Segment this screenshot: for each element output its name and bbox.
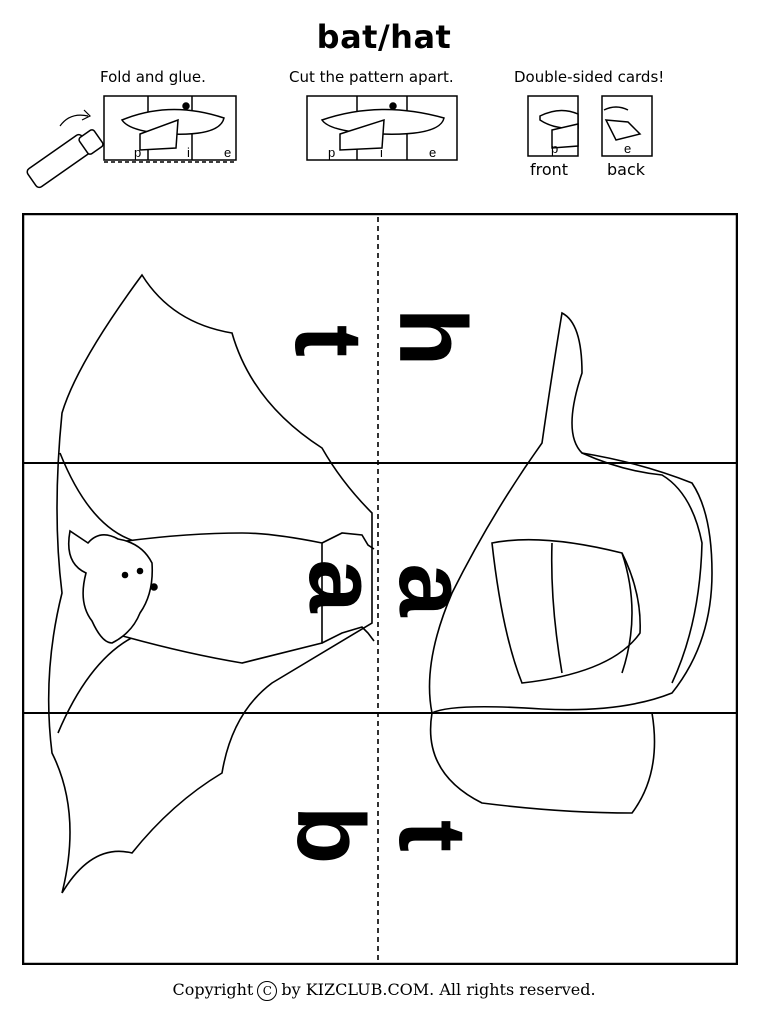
step-fold-label: Fold and glue. xyxy=(100,68,206,86)
card-letter-right-1: h xyxy=(379,307,486,367)
svg-text:p: p xyxy=(328,145,335,160)
hat-illustration xyxy=(428,311,713,814)
back-card-diagram xyxy=(601,95,653,157)
card-letter-left-2: a xyxy=(289,559,396,613)
card-sheet: t a b h a t xyxy=(22,213,738,965)
back-label: back xyxy=(607,160,646,179)
fold-glue-diagram xyxy=(59,95,237,163)
svg-text:i: i xyxy=(380,145,383,160)
page-title: bat/hat xyxy=(316,18,452,56)
card-grid xyxy=(22,213,738,965)
cut-pattern-diagram xyxy=(306,95,458,161)
step-cut-label: Cut the pattern apart. xyxy=(289,68,454,86)
front-card-letter: p xyxy=(551,141,558,156)
card-letter-left-1: t xyxy=(275,325,382,357)
card-letter-right-3: t xyxy=(379,820,486,852)
copyright-owner: by KIZCLUB.COM. All rights reserved. xyxy=(281,980,596,999)
instruction-diagrams: p i e p i e p e xyxy=(26,95,653,189)
glue-stick-icon xyxy=(26,129,104,189)
back-card-letter: e xyxy=(624,141,631,156)
card-letter-right-2: a xyxy=(379,563,486,617)
bat-illustration xyxy=(47,273,375,894)
copyright-symbol-icon: C xyxy=(257,980,278,1001)
svg-text:p: p xyxy=(134,145,141,160)
front-label: front xyxy=(530,160,569,179)
svg-text:i: i xyxy=(187,145,190,160)
step-double-sided-label: Double-sided cards! xyxy=(514,68,665,86)
card-letter-left-3: b xyxy=(277,805,384,865)
front-card-diagram xyxy=(527,95,579,157)
svg-text:e: e xyxy=(224,145,231,160)
copyright-text: Copyright xyxy=(172,980,254,999)
svg-text:e: e xyxy=(429,145,436,160)
